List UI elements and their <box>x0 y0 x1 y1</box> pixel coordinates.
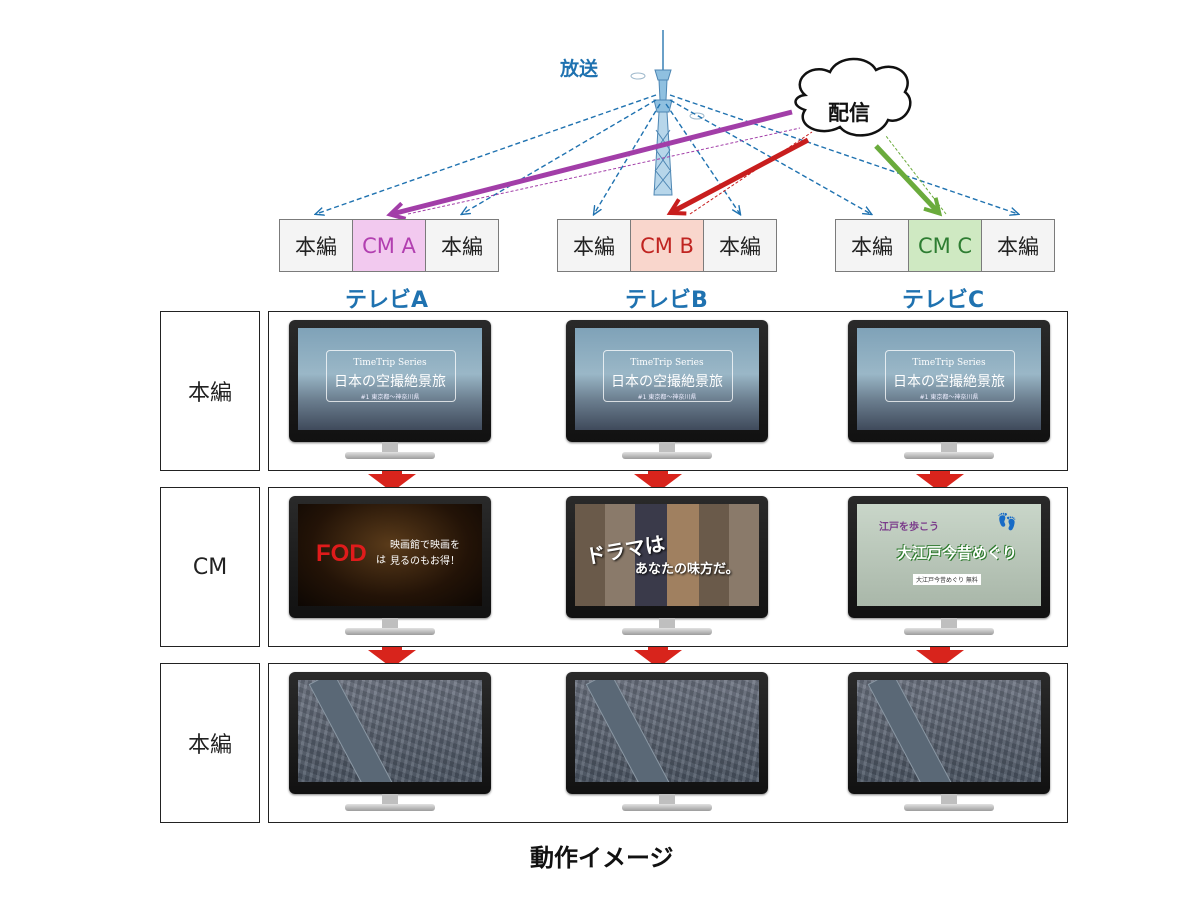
intro-title-text: 日本の空撮絶景旅 <box>334 374 446 390</box>
tv-c-cm: CM C <box>908 219 982 272</box>
tv-c-city <box>848 672 1050 822</box>
transition-arrows <box>368 464 964 668</box>
tv-c-intro: TimeTrip Series 日本の空撮絶景旅 #1 東京都～神奈川県 <box>848 320 1050 470</box>
tv-a-segments: 本編 CM A 本編 <box>279 219 499 272</box>
tv-a-city <box>289 672 491 822</box>
row-label-main-2: 本編 <box>160 663 260 823</box>
row-label-main-1: 本編 <box>160 311 260 471</box>
caption: 動作イメージ <box>530 844 674 872</box>
edo-title-text: 大江戸今昔めぐり <box>897 544 1018 562</box>
tv-b-label: テレビB <box>625 288 708 313</box>
tv-b-main-after: 本編 <box>703 219 777 272</box>
city-screen <box>575 680 759 782</box>
tv-a-cm-screen: FOD は 映画館で映画を 見るのもお得！ <box>289 496 491 646</box>
fod-copy-line-1: 映画館で映画を <box>390 540 460 551</box>
city-screen <box>298 680 482 782</box>
drama-title2-text: あなたの味方だ。 <box>635 562 739 577</box>
tv-c-main-after: 本編 <box>981 219 1055 272</box>
intro-series-text: TimeTrip Series <box>630 358 704 368</box>
tv-a-main-after: 本編 <box>425 219 499 272</box>
intro-series-text: TimeTrip Series <box>912 358 986 368</box>
cm-a-arrow <box>386 109 793 221</box>
tv-b-main-before: 本編 <box>557 219 631 272</box>
edo-small-text: 大江戸今昔めぐり 無料 <box>913 574 981 585</box>
tv-c-main-before: 本編 <box>835 219 909 272</box>
city-screen <box>857 680 1041 782</box>
intro-series-text: TimeTrip Series <box>353 358 427 368</box>
tv-c-label: テレビC <box>902 288 985 313</box>
fod-logo-suffix: は <box>376 555 386 566</box>
fod-ad-screen: FOD は 映画館で映画を 見るのもお得！ <box>298 504 482 606</box>
tv-a-label: テレビA <box>345 288 429 313</box>
cm-b-arrow <box>666 137 810 216</box>
intro-episode-text: #1 東京都～神奈川県 <box>919 394 979 401</box>
drama-ad-screen: ドラマは あなたの味方だ。 <box>575 504 759 606</box>
row-label-cm: CM <box>160 487 260 647</box>
intro-screen: TimeTrip Series 日本の空撮絶景旅 #1 東京都～神奈川県 <box>857 328 1041 430</box>
intro-screen: TimeTrip Series 日本の空撮絶景旅 #1 東京都～神奈川県 <box>575 328 759 430</box>
broadcast-arrows <box>316 94 1018 214</box>
tv-a-intro: TimeTrip Series 日本の空撮絶景旅 #1 東京都～神奈川県 <box>289 320 491 470</box>
cm-c-arrow <box>874 144 943 217</box>
tv-a-main-before: 本編 <box>279 219 353 272</box>
tv-b-segments: 本編 CM B 本編 <box>557 219 777 272</box>
broadcast-label: 放送 <box>560 58 599 80</box>
tv-c-segments: 本編 CM C 本編 <box>835 219 1055 272</box>
intro-screen: TimeTrip Series 日本の空撮絶景旅 #1 東京都～神奈川県 <box>298 328 482 430</box>
edo-ad-screen: 江戸を歩こう 👣 大江戸今昔めぐり 大江戸今昔めぐり 無料 <box>857 504 1041 606</box>
intro-title-text: 日本の空撮絶景旅 <box>611 374 723 390</box>
fod-copy-line-2: 見るのもお得！ <box>390 556 460 567</box>
footprints-icon: 👣 <box>997 512 1017 531</box>
tv-b-cm: CM B <box>630 219 704 272</box>
intro-episode-text: #1 東京都～神奈川県 <box>637 394 697 401</box>
tv-b-cm-screen: ドラマは あなたの味方だ。 <box>566 496 768 646</box>
edo-sub-text: 江戸を歩こう <box>879 522 939 533</box>
tv-a-cm: CM A <box>352 219 426 272</box>
tv-c-cm-screen: 江戸を歩こう 👣 大江戸今昔めぐり 大江戸今昔めぐり 無料 <box>848 496 1050 646</box>
intro-title-text: 日本の空撮絶景旅 <box>893 374 1005 390</box>
broadcast-tower-icon <box>630 30 705 196</box>
tv-b-intro: TimeTrip Series 日本の空撮絶景旅 #1 東京都～神奈川県 <box>566 320 768 470</box>
tv-b-city <box>566 672 768 822</box>
fod-logo: FOD <box>316 540 367 567</box>
cloud-icon <box>794 57 912 137</box>
streaming-label: 配信 <box>828 101 870 125</box>
intro-episode-text: #1 東京都～神奈川県 <box>360 394 420 401</box>
